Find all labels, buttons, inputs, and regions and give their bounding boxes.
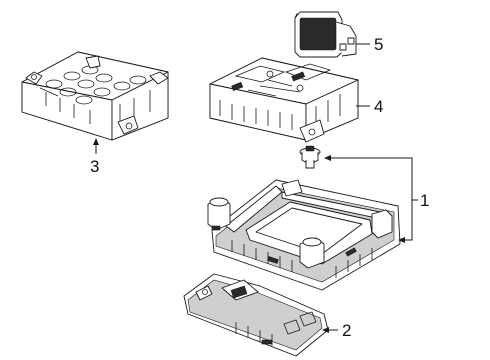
- callout-3: 3: [90, 157, 99, 176]
- callout-1: 1: [420, 191, 429, 210]
- connector-icon[interactable]: [294, 11, 357, 58]
- leader-line-2: [322, 327, 338, 333]
- bracket-tray-icon[interactable]: [21, 51, 169, 141]
- callout-5: 5: [374, 35, 383, 54]
- console-housing-icon[interactable]: [207, 179, 401, 291]
- callout-2: 2: [342, 321, 351, 340]
- map-lamp-lens-icon[interactable]: [183, 273, 329, 357]
- push-clip-icon[interactable]: [299, 145, 321, 169]
- control-module-icon[interactable]: [209, 57, 359, 143]
- callout-4: 4: [374, 97, 383, 116]
- leader-line-1: [324, 155, 418, 243]
- leader-line-3: [93, 138, 99, 154]
